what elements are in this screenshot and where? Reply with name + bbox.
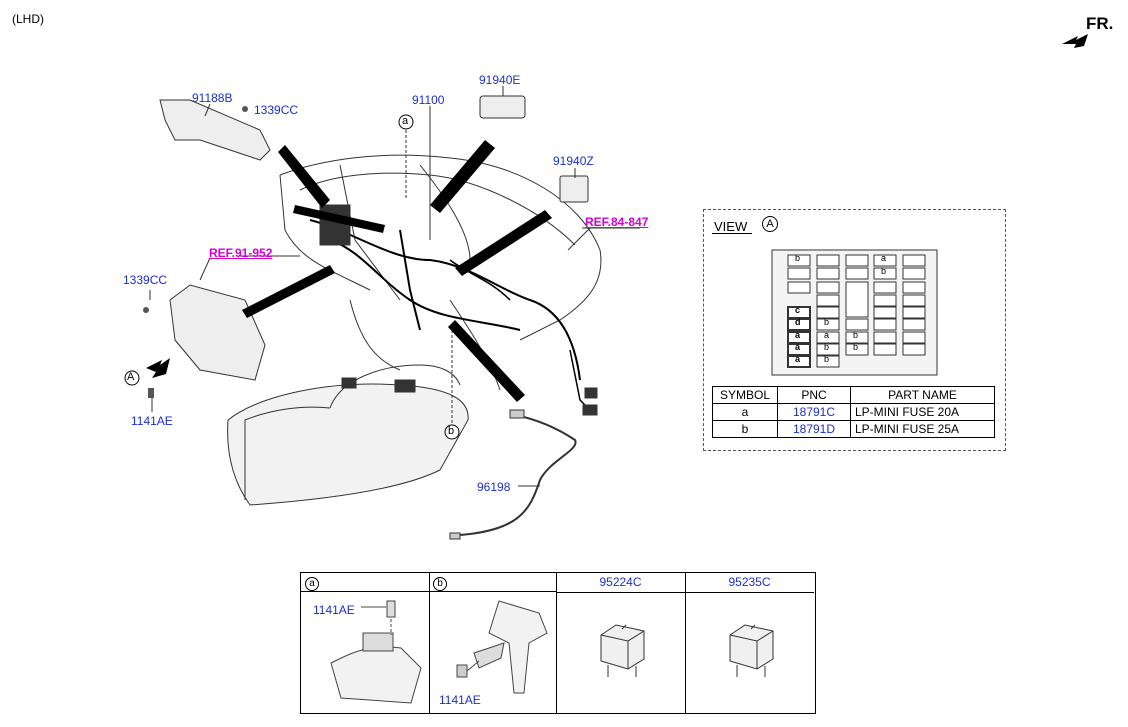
part-1339CC-top[interactable]: 1339CC [254,103,299,117]
view-title: VIEW [714,219,748,234]
variant-label: (LHD) [12,12,44,26]
fuse-label: b [881,266,887,276]
detail-cell-b: b 1141AE [429,573,557,713]
detail-part-95235C[interactable]: 95235C [685,573,814,593]
fuse-label: b [824,317,830,327]
fuse-label: a [824,330,830,340]
symbol-cell: b [712,420,778,438]
detail-head: b [429,573,556,592]
table-header: SYMBOL [712,386,778,404]
table-header: PNC [777,386,851,404]
front-label: FR. [1086,14,1114,33]
table-header: PART NAME [850,386,995,404]
view-title-underline [712,233,752,234]
fuse-label: b [824,342,830,352]
pnc-cell[interactable]: 18791C [777,403,851,421]
view-a-panel: VIEW A b a b c [703,209,1006,451]
relay-icon [729,624,774,677]
fuse-label: b [795,253,801,263]
bracket-illustration [330,600,422,704]
part-91100[interactable]: 91100 [412,93,445,107]
part-name-cell: LP-MINI FUSE 20A [850,403,995,421]
bracket-illustration [456,600,548,694]
fuse-label: a [795,354,801,364]
callout-a: a [402,115,409,127]
fuse-label: c [795,305,801,315]
fuse-label: b [853,342,859,352]
fuse-label: a [881,253,887,263]
part-91188B[interactable]: 91188B [192,91,233,105]
detail-part-95224C[interactable]: 95224C [556,573,685,593]
part-1141AE[interactable]: 1141AE [131,414,173,428]
part-name-cell: LP-MINI FUSE 25A [850,420,995,438]
part-91940Z[interactable]: 91940Z [553,154,594,168]
fuse-label: a [795,342,801,352]
ref-84-847[interactable]: REF.84-847 [585,215,649,229]
detail-cell-relay-2: 95235C [685,573,814,713]
detail-part-1141AE-a[interactable]: 1141AE [313,603,355,617]
front-direction-indicator: FR. [1060,14,1120,59]
detail-table: a 1141AE b 1141AE 95224C [300,572,816,714]
detail-part-1141AE-b[interactable]: 1141AE [439,693,481,707]
fuse-label: b [824,354,830,364]
symbol-cell: a [712,403,778,421]
pnc-cell[interactable]: 18791D [777,420,851,438]
fuse-box-diagram [771,249,938,376]
part-91940E[interactable]: 91940E [479,73,521,87]
detail-head: a [301,573,429,592]
table-row: a 18791C LP-MINI FUSE 20A [712,403,995,421]
view-marker: A [762,216,778,232]
fuse-parts-table: SYMBOL PNC PART NAME a 18791C LP-MINI FU… [712,386,995,438]
fuse-label: d [795,317,801,327]
fuse-label: a [795,330,801,340]
detail-cell-relay-1: 95224C [556,573,686,713]
relay-icon [600,624,645,677]
ref-91-952[interactable]: REF.91-952 [209,246,273,260]
part-96198[interactable]: 96198 [477,480,511,494]
table-row: b 18791D LP-MINI FUSE 25A [712,420,995,438]
front-arrow-icon [1062,34,1088,48]
part-1339CC-left[interactable]: 1339CC [123,273,168,287]
callout-A: A [127,371,135,383]
fuse-label: b [853,330,859,340]
detail-cell-a: a 1141AE [301,573,430,713]
callout-b: b [448,425,455,437]
